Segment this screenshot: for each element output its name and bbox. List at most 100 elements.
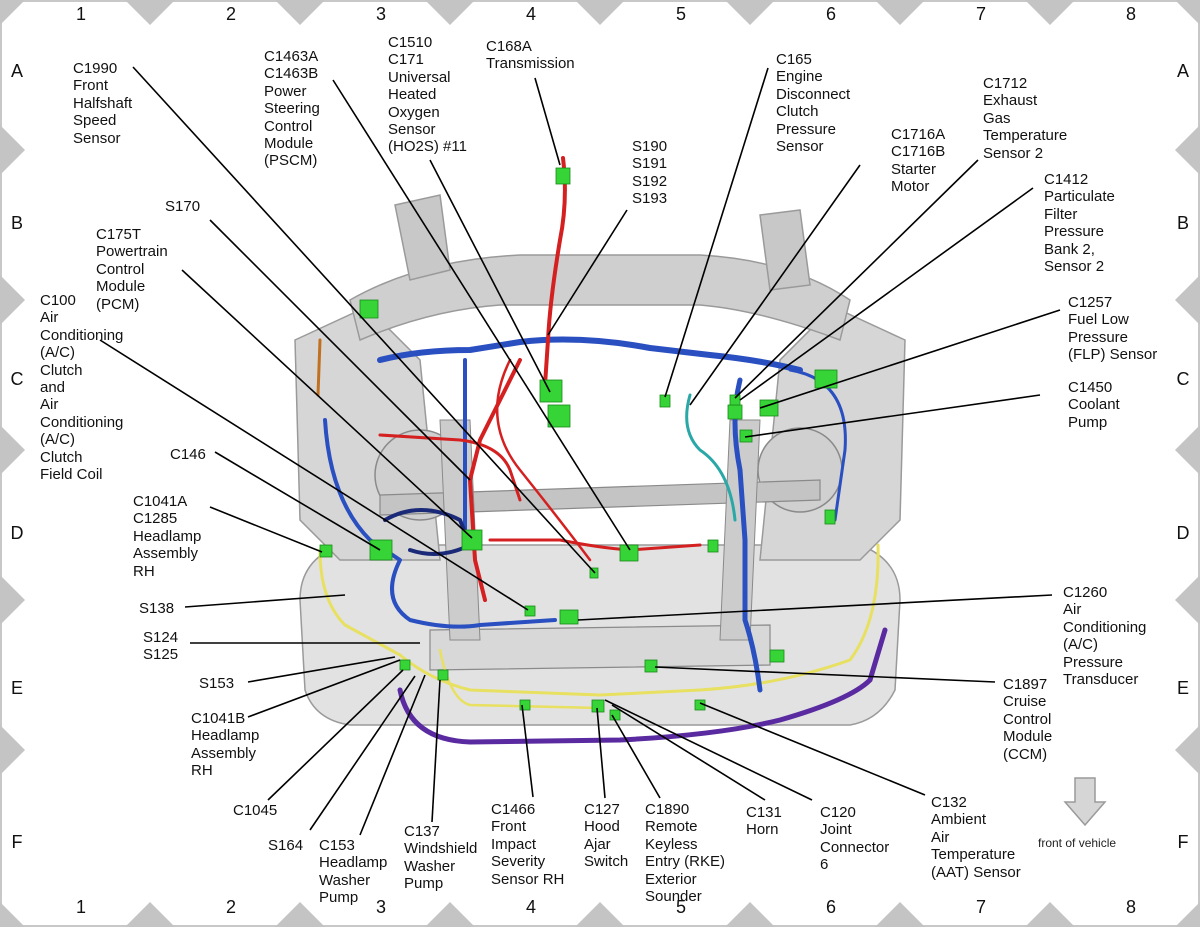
grid-col-2-bottom: 2 [225, 897, 236, 917]
label-c137: C137 Windshield Washer Pump [404, 823, 478, 893]
label-c100: C100 Air Conditioning (A/C) Clutch and A… [40, 292, 124, 484]
leader-c1897 [654, 666, 996, 683]
label-c132: C132 Ambient Air Temperature (AAT) Senso… [931, 794, 1021, 881]
connector-c1712 [729, 394, 741, 406]
leader-c1041a [209, 506, 323, 553]
leader-c146 [214, 451, 381, 551]
grid-col-2-top: 2 [225, 4, 236, 24]
grid-col-6-top: 6 [825, 4, 836, 24]
wire-orange [316, 338, 322, 397]
grid-col-4-bottom: 4 [525, 897, 536, 917]
connector-c1510 [539, 379, 563, 403]
wire-red-trans [543, 156, 567, 387]
label-c146: C146 [170, 446, 206, 463]
wire-blue-top [377, 336, 803, 373]
leader-c1463 [332, 79, 631, 551]
leader-c1890 [611, 714, 661, 799]
grid-row-d-right: D [1176, 523, 1190, 543]
grid-row-e-right: E [1176, 678, 1189, 698]
grid-row-d-left: D [10, 523, 24, 543]
front-of-vehicle-arrow-icon [1063, 777, 1107, 827]
label-c1260: C1260 Air Conditioning (A/C) Pressure Tr… [1063, 584, 1147, 689]
wire-yellow-branch [438, 648, 602, 710]
leader-s190 [547, 209, 628, 336]
leader-c1712 [734, 159, 979, 399]
cowl-panel [349, 254, 851, 342]
connector-c1463 [547, 404, 571, 428]
connector-misc-4 [707, 539, 719, 553]
grid-col-1-top: 1 [75, 4, 86, 24]
grid-col-5-bottom: 5 [675, 897, 686, 917]
connector-c1041a [319, 544, 333, 558]
label-c127: C127 Hood Ajar Switch [584, 801, 629, 871]
grid-col-1-bottom: 1 [75, 897, 86, 917]
grid-row-b-left: B [10, 213, 23, 233]
wire-purple [397, 627, 888, 745]
label-s153: S153 [199, 675, 235, 692]
leader-c1045 [267, 669, 404, 801]
label-c1463: C1463A C1463B Power Steering Control Mod… [264, 48, 320, 170]
grid-row-b-right: B [1176, 213, 1189, 233]
wire-red-main [468, 358, 522, 602]
grid-row-c-left: C [10, 369, 24, 389]
grid-row-e-left: E [10, 678, 23, 698]
harness-wires [316, 156, 888, 745]
label-c1510: C1510 C171 Universal Heated Oxygen Senso… [388, 34, 467, 156]
wire-red-branch [378, 433, 522, 502]
connector-c1890 [609, 709, 621, 721]
grid-col-4-top: 4 [525, 4, 536, 24]
label-s190: S190 S191 S192 S193 [632, 138, 668, 208]
connector-c168a [555, 167, 571, 185]
grid-col-7-top: 7 [975, 4, 986, 24]
label-c1041b: C1041B Headlamp Assembly RH [191, 710, 260, 780]
connector-s170 [619, 544, 639, 562]
leader-c120 [604, 699, 813, 801]
label-c1716: C1716A C1716B Starter Motor [891, 126, 946, 196]
label-c131: C131 Horn [746, 804, 782, 839]
label-c1045: C1045 [233, 802, 278, 819]
leader-c1990 [132, 66, 596, 574]
leader-c165 [664, 67, 769, 398]
leader-c153 [359, 674, 426, 836]
label-c1897: C1897 Cruise Control Module (CCM) [1003, 676, 1053, 763]
leader-c1450 [744, 394, 1041, 438]
grid-col-8-bottom: 8 [1125, 897, 1136, 917]
leader-lines [99, 66, 1061, 836]
grid-row-c-right: C [1176, 369, 1190, 389]
label-c1257: C1257 Fuel Low Pressure (FLP) Sensor [1068, 294, 1158, 364]
leader-c127 [596, 707, 606, 799]
grid-col-3-bottom: 3 [375, 897, 386, 917]
connector-c146 [369, 539, 393, 561]
connector-c1260 [559, 609, 579, 625]
label-s124: S124 S125 [143, 629, 179, 664]
leader-c137 [431, 679, 441, 823]
grid-row-f-right: F [1177, 832, 1189, 852]
left-strut-tower [394, 194, 451, 281]
wire-blue-right-outer [788, 368, 847, 522]
label-c1466: C1466 Front Impact Severity Sensor RH [491, 801, 565, 888]
grid-col-3-top: 3 [375, 4, 386, 24]
connector-c137 [437, 669, 449, 681]
wire-blue-left [323, 418, 557, 629]
connector-c1716 [727, 404, 743, 420]
connectors [319, 167, 838, 721]
connector-misc-1 [359, 299, 379, 319]
connector-c127 [591, 699, 605, 713]
grid-col-6-bottom: 6 [825, 897, 836, 917]
label-c1712: C1712 Exhaust Gas Temperature Sensor 2 [983, 75, 1068, 162]
connector-c1257 [814, 369, 838, 389]
leader-c1412 [739, 187, 1034, 401]
label-c120: C120 Joint Connector 6 [820, 804, 890, 874]
lower-crossmember [429, 624, 771, 671]
connector-misc-3 [769, 649, 785, 663]
leader-c1466 [521, 704, 534, 798]
connector-c1045 [399, 659, 411, 671]
leader-c1510 [429, 159, 551, 393]
label-s170: S170 [165, 198, 201, 215]
connector-c1466 [519, 699, 531, 711]
label-c165: C165 Engine Disconnect Clutch Pressure S… [776, 51, 851, 156]
leader-c1257 [759, 309, 1061, 409]
right-strut-tower [759, 209, 811, 291]
